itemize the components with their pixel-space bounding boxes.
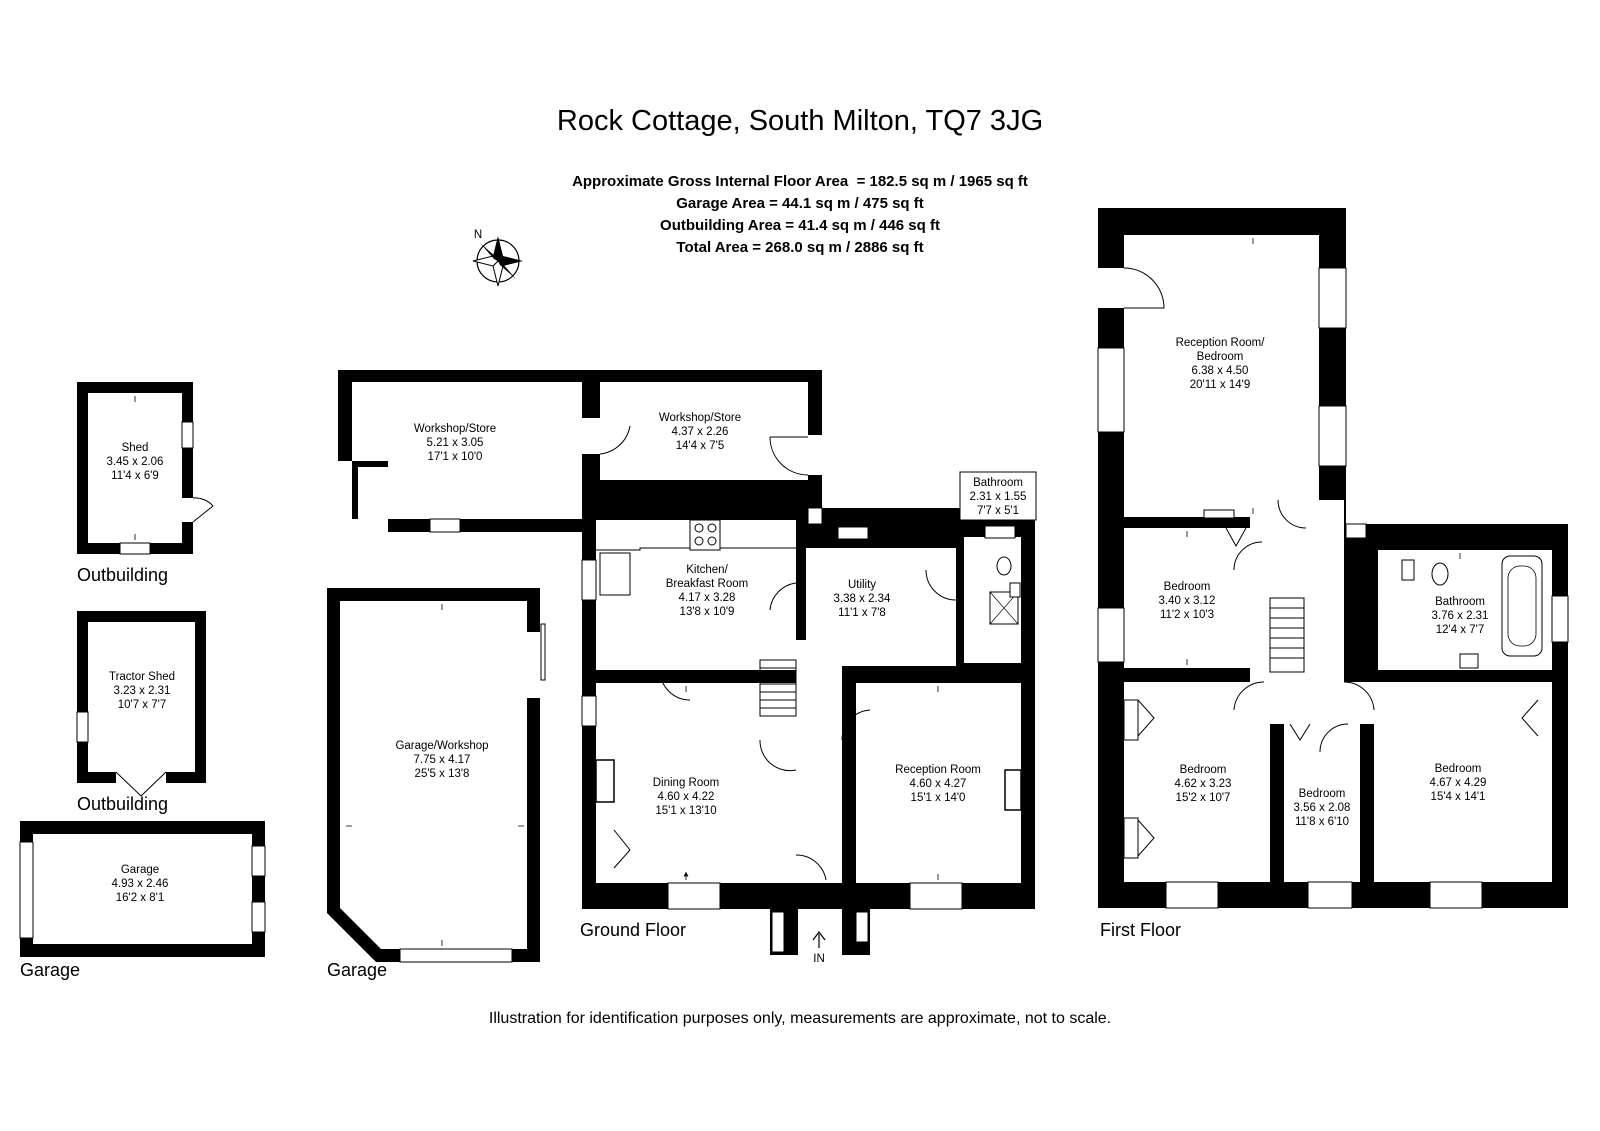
bedroom-4-metric: 4.67 x 4.29 xyxy=(1430,777,1487,789)
bedroom-2-metric: 4.62 x 3.23 xyxy=(1175,778,1232,790)
bathroom-ground-label-box xyxy=(959,471,1037,521)
caption-ground-floor: Ground Floor xyxy=(580,920,686,940)
reception-room-imperial: 15'1 x 14'0 xyxy=(911,792,966,804)
utility-metric: 3.38 x 2.34 xyxy=(834,593,892,605)
compass-icon: N xyxy=(472,229,523,287)
bedroom-4-name: Bedroom xyxy=(1435,763,1482,775)
bathroom-ground-name: Bathroom xyxy=(973,477,1023,489)
compass-north-label: N xyxy=(474,229,482,241)
bedroom-4-imperial: 15'4 x 14'1 xyxy=(1431,791,1486,803)
disclaimer: Illustration for identification purposes… xyxy=(488,1010,1112,1027)
bathroom-first-imperial: 12'4 x 7'7 xyxy=(1436,624,1485,636)
tractor-shed-structure xyxy=(76,611,206,797)
area-summary: Approximate Gross Internal Floor Area = … xyxy=(0,171,1600,259)
workshop-store-2-metric: 4.37 x 2.26 xyxy=(672,426,729,438)
reception-bedroom-name-1: Reception Room/ xyxy=(1176,337,1266,349)
bedroom-3-metric: 3.56 x 2.08 xyxy=(1294,802,1351,814)
first-floor-structure xyxy=(1097,208,1569,909)
garage-workshop-metric: 7.75 x 4.17 xyxy=(414,754,471,766)
tractor-shed-metric: 3.23 x 2.31 xyxy=(114,685,171,697)
caption-garage-workshop: Garage xyxy=(327,960,387,980)
bathroom-ground-metric: 2.31 x 1.55 xyxy=(970,491,1027,503)
area-line-gross: Approximate Gross Internal Floor Area = … xyxy=(572,173,1028,190)
reception-room-metric: 4.60 x 4.27 xyxy=(910,778,967,790)
caption-outbuilding-tractor: Outbuilding xyxy=(77,794,168,814)
shed-imperial: 11'4 x 6'9 xyxy=(111,470,159,482)
bathroom-ground-imperial: 7'7 x 5'1 xyxy=(977,505,1019,517)
bedroom-1-imperial: 11'2 x 10'3 xyxy=(1160,609,1214,621)
dining-room-imperial: 15'1 x 13'10 xyxy=(655,805,716,817)
caption-outbuilding-shed: Outbuilding xyxy=(77,565,168,585)
reception-bedroom-imperial: 20'11 x 14'9 xyxy=(1190,379,1250,391)
area-line-total: Total Area = 268.0 sq m / 2886 sq ft xyxy=(676,239,924,256)
garage-workshop-structure xyxy=(327,588,546,963)
caption-garage-small: Garage xyxy=(20,960,80,980)
dining-room-metric: 4.60 x 4.22 xyxy=(658,791,715,803)
bedroom-3-name: Bedroom xyxy=(1299,788,1346,800)
caption-first-floor: First Floor xyxy=(1100,920,1181,940)
garage-workshop-name: Garage/Workshop xyxy=(395,740,488,752)
workshop-store-2-name: Workshop/Store xyxy=(659,412,741,424)
bedroom-1-metric: 3.40 x 3.12 xyxy=(1159,595,1216,607)
utility-imperial: 11'1 x 7'8 xyxy=(838,607,886,619)
workshop-store-2-imperial: 14'4 x 7'5 xyxy=(676,440,725,452)
reception-bedroom-metric: 6.38 x 4.50 xyxy=(1192,365,1249,377)
small-garage-structure xyxy=(19,821,266,957)
shed-name: Shed xyxy=(122,442,149,454)
kitchen-metric: 4.17 x 3.28 xyxy=(679,592,736,604)
workshop-store-1-metric: 5.21 x 3.05 xyxy=(427,437,484,449)
workshop-store-1-imperial: 17'1 x 10'0 xyxy=(428,451,483,463)
garage-workshop-imperial: 25'5 x 13'8 xyxy=(415,768,470,780)
reception-bedroom-name-2: Bedroom xyxy=(1197,351,1244,363)
plan-title: Rock Cottage, South Milton, TQ7 3JG xyxy=(556,105,1044,137)
bedroom-2-name: Bedroom xyxy=(1180,764,1227,776)
shed-metric: 3.45 x 2.06 xyxy=(107,456,164,468)
utility-name: Utility xyxy=(848,579,876,591)
kitchen-imperial: 13'8 x 10'9 xyxy=(680,606,735,618)
workshop-store-1-name: Workshop/Store xyxy=(414,423,496,435)
bedroom-2-imperial: 15'2 x 10'7 xyxy=(1176,792,1231,804)
tractor-shed-name: Tractor Shed xyxy=(109,671,175,683)
entrance-arrow-icon xyxy=(812,931,826,948)
shed-structure xyxy=(77,382,214,555)
garage-small-name: Garage xyxy=(121,864,159,876)
area-line-outbuilding: Outbuilding Area = 41.4 sq m / 446 sq ft xyxy=(660,217,940,234)
bathroom-first-name: Bathroom xyxy=(1435,596,1485,608)
area-line-garage: Garage Area = 44.1 sq m / 475 sq ft xyxy=(676,195,924,212)
ground-floor-structure xyxy=(338,370,1035,955)
bedroom-1-name: Bedroom xyxy=(1164,581,1211,593)
tractor-shed-imperial: 10'7 x 7'7 xyxy=(118,699,167,711)
reception-room-name: Reception Room xyxy=(895,764,981,776)
bedroom-3-imperial: 11'8 x 6'10 xyxy=(1295,816,1349,828)
garage-small-metric: 4.93 x 2.46 xyxy=(112,878,169,890)
kitchen-name-2: Breakfast Room xyxy=(666,578,748,590)
dining-room-name: Dining Room xyxy=(653,777,719,789)
entrance-label: IN xyxy=(813,953,825,965)
bathroom-first-metric: 3.76 x 2.31 xyxy=(1432,610,1489,622)
garage-small-imperial: 16'2 x 8'1 xyxy=(116,892,165,904)
kitchen-name-1: Kitchen/ xyxy=(686,564,728,576)
dimension-arrows xyxy=(134,238,1461,946)
